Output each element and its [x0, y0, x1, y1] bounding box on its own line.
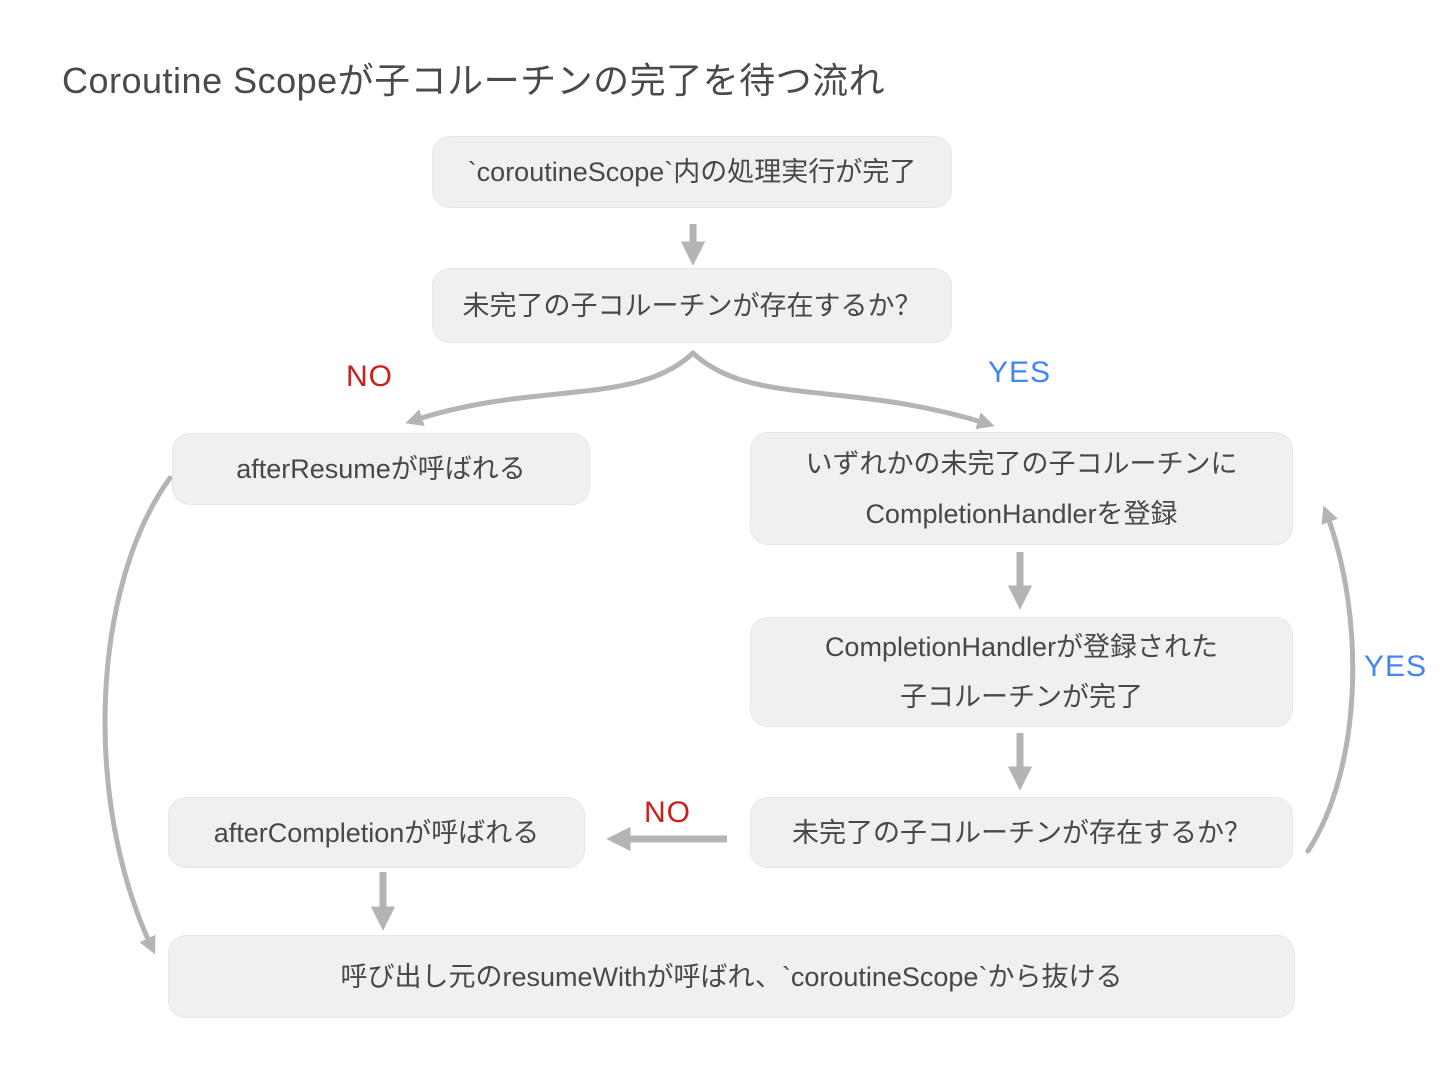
node-after-resume-label: afterResumeが呼ばれる	[236, 454, 526, 484]
node-after-completion-label: afterCompletionが呼ばれる	[213, 817, 540, 848]
arrow-check2-yes-loop	[1305, 505, 1356, 854]
label-yes-top: YES	[988, 356, 1052, 389]
node-has-pending-2-label: 未完了の子コルーチンが存在するか？	[792, 817, 1251, 848]
node-register-handler-line2: CompletionHandlerを登録	[865, 498, 1178, 529]
node-after-resume: afterResumeが呼ばれる	[172, 433, 590, 505]
node-after-completion: afterCompletionが呼ばれる	[168, 797, 585, 868]
arrow-branch-no-left	[405, 350, 696, 427]
page-title: Coroutine Scopeが子コルーチンの完了を待つ流れ	[62, 60, 886, 101]
label-no-top: NO	[346, 360, 393, 393]
node-scope-done: `coroutineScope`内の処理実行が完了	[432, 136, 952, 208]
node-register-handler: いずれかの未完了の子コルーチンに CompletionHandlerを登録	[750, 432, 1293, 545]
node-handler-completed: CompletionHandlerが登録された 子コルーチンが完了	[750, 617, 1293, 727]
node-register-handler-line1: いずれかの未完了の子コルーチンに	[805, 448, 1238, 479]
node-handler-completed-line1: CompletionHandlerが登録された	[824, 632, 1219, 662]
arrow-branch-yes-right	[690, 350, 995, 430]
node-resume-with: 呼び出し元のresumeWithが呼ばれ、`coroutineScope`から抜…	[168, 935, 1295, 1018]
node-scope-done-label: `coroutineScope`内の処理実行が完了	[467, 157, 917, 187]
node-has-pending-1-label: 未完了の子コルーチンが存在するか？	[462, 290, 922, 321]
arrow-afterresume-to-resume-loop	[102, 475, 173, 955]
label-no-mid: NO	[644, 796, 691, 829]
node-resume-with-label: 呼び出し元のresumeWithが呼ばれ、`coroutineScope`から抜…	[340, 961, 1123, 992]
node-has-pending-1: 未完了の子コルーチンが存在するか？	[432, 268, 952, 343]
node-handler-completed-line2: 子コルーチンが完了	[900, 682, 1143, 712]
label-yes-loop: YES	[1364, 650, 1428, 683]
node-has-pending-2: 未完了の子コルーチンが存在するか？	[750, 797, 1293, 868]
